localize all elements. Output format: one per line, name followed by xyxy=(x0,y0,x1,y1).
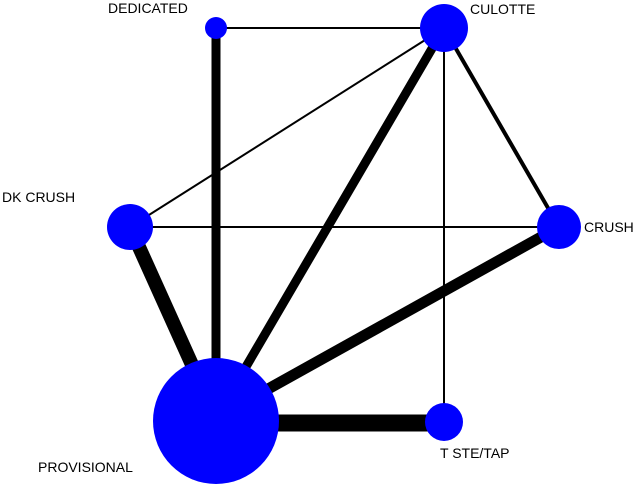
edge-crush-provisional xyxy=(213,222,562,423)
node-t-stent xyxy=(425,403,463,441)
node-provisional xyxy=(153,358,279,484)
label-crush: CRUSH xyxy=(584,219,634,235)
node-dedicated xyxy=(205,17,227,39)
edge-culotte-provisional xyxy=(212,25,448,421)
label-culotte: CULOTTE xyxy=(470,1,535,17)
edge-culotte-crush xyxy=(442,26,561,229)
nodes-group xyxy=(107,4,581,484)
labels-group: DEDICATED CULOTTE DK CRUSH CRUSH PROVISI… xyxy=(2,0,634,475)
edge-culotte-dk-crush xyxy=(129,27,445,228)
node-crush xyxy=(537,205,581,249)
node-dk-crush xyxy=(107,204,153,250)
label-t-stent: T STE/TAP xyxy=(440,445,510,461)
label-provisional: PROVISIONAL xyxy=(38,459,133,475)
edges-group xyxy=(123,25,562,432)
label-dk-crush: DK CRUSH xyxy=(2,189,75,205)
label-dedicated: DEDICATED xyxy=(108,0,188,16)
node-culotte xyxy=(420,4,468,52)
